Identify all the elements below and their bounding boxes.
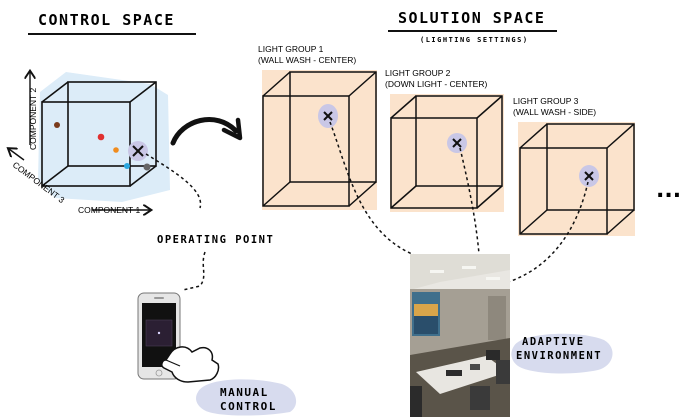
phone-device [137, 292, 181, 380]
control-cube-back [67, 81, 157, 167]
manual-control-blob [196, 379, 297, 416]
manual-control-line-1: MANUAL [220, 386, 269, 399]
group-3-desc: (WALL WASH - SIDE) [513, 107, 596, 117]
data-point-gray [143, 163, 151, 171]
adaptive-environment-blob [511, 333, 613, 374]
operating-point-marker [132, 145, 144, 157]
manual-control-line-2: CONTROL [220, 400, 277, 413]
more-groups-ellipsis: ... [656, 178, 681, 203]
group-2-name: LIGHT GROUP 2 [385, 68, 451, 78]
axis-2-label: COMPONENT 2 [28, 88, 38, 150]
hand-pointer-icon [161, 346, 220, 383]
mapping-arrow [170, 117, 239, 146]
group-1-setting-marker [323, 111, 333, 121]
solution-space-subtitle: (LIGHTING SETTINGS) [420, 36, 529, 44]
light-group-2-cube [390, 94, 504, 212]
group-3-name: LIGHT GROUP 3 [513, 96, 579, 106]
adaptive-environment-line-1: ADAPTIVE [522, 336, 585, 348]
data-point-orange [113, 147, 119, 153]
axis-3-arrow [9, 149, 25, 161]
group-1-desc: (WALL WASH - CENTER) [258, 55, 356, 65]
data-point-blue [124, 163, 130, 169]
group-2-setting-marker [452, 138, 462, 148]
group-2-desc: (DOWN LIGHT - CENTER) [385, 79, 487, 89]
light-group-3-cube [518, 122, 635, 236]
group-1-name: LIGHT GROUP 1 [258, 44, 324, 54]
light-group-1-cube [262, 70, 377, 210]
room-photo [410, 254, 510, 417]
adaptive-environment-line-2: ENVIRONMENT [516, 350, 602, 362]
axis-1-label: COMPONENT 1 [78, 205, 140, 215]
group-3-setting-marker [584, 171, 594, 181]
mapping-arrow-head [221, 117, 243, 141]
data-point-red [97, 133, 105, 141]
solution-space-title: SOLUTION SPACE [398, 9, 545, 27]
operating-point-label: OPERATING POINT [157, 234, 274, 246]
control-cube-front [41, 101, 131, 187]
control-space-title: CONTROL SPACE [38, 11, 175, 29]
data-point-brown [54, 122, 60, 128]
phone-connector [182, 251, 206, 291]
operating-point-connector [145, 153, 202, 209]
